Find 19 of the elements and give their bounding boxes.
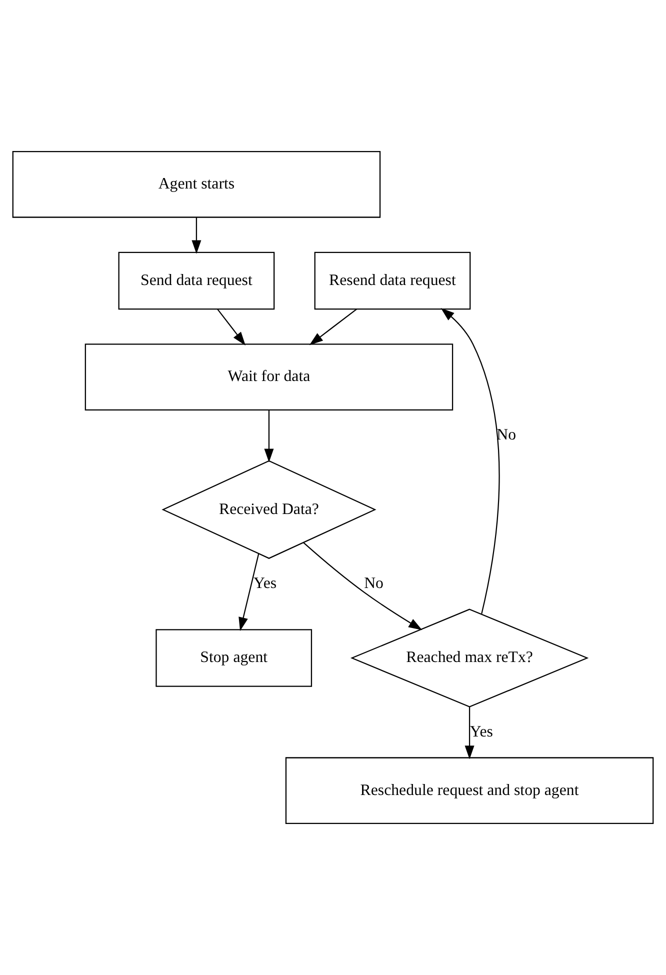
- node-diamond: Received Data?: [162, 460, 376, 559]
- node-box: Wait for data: [84, 344, 454, 410]
- edge-label: Yes: [470, 723, 493, 740]
- arrow: [238, 554, 260, 631]
- node-diamond: Reached max reTx?: [350, 608, 589, 708]
- node-box: Stop agent: [156, 629, 312, 687]
- node-box: Reschedule request and stop agent: [285, 757, 654, 824]
- edge-label: Yes: [253, 575, 277, 592]
- node-box: Agent starts: [12, 150, 381, 218]
- arrow: [440, 308, 500, 614]
- edge-label: No: [364, 575, 384, 592]
- arrow: [192, 217, 202, 254]
- node-box: Send data request: [118, 252, 275, 310]
- arrow: [303, 542, 422, 630]
- arrow: [264, 410, 274, 462]
- arrow: [309, 308, 358, 346]
- arrow: [216, 308, 246, 346]
- arrow: [464, 706, 474, 760]
- node-box: Resend data request: [314, 252, 471, 310]
